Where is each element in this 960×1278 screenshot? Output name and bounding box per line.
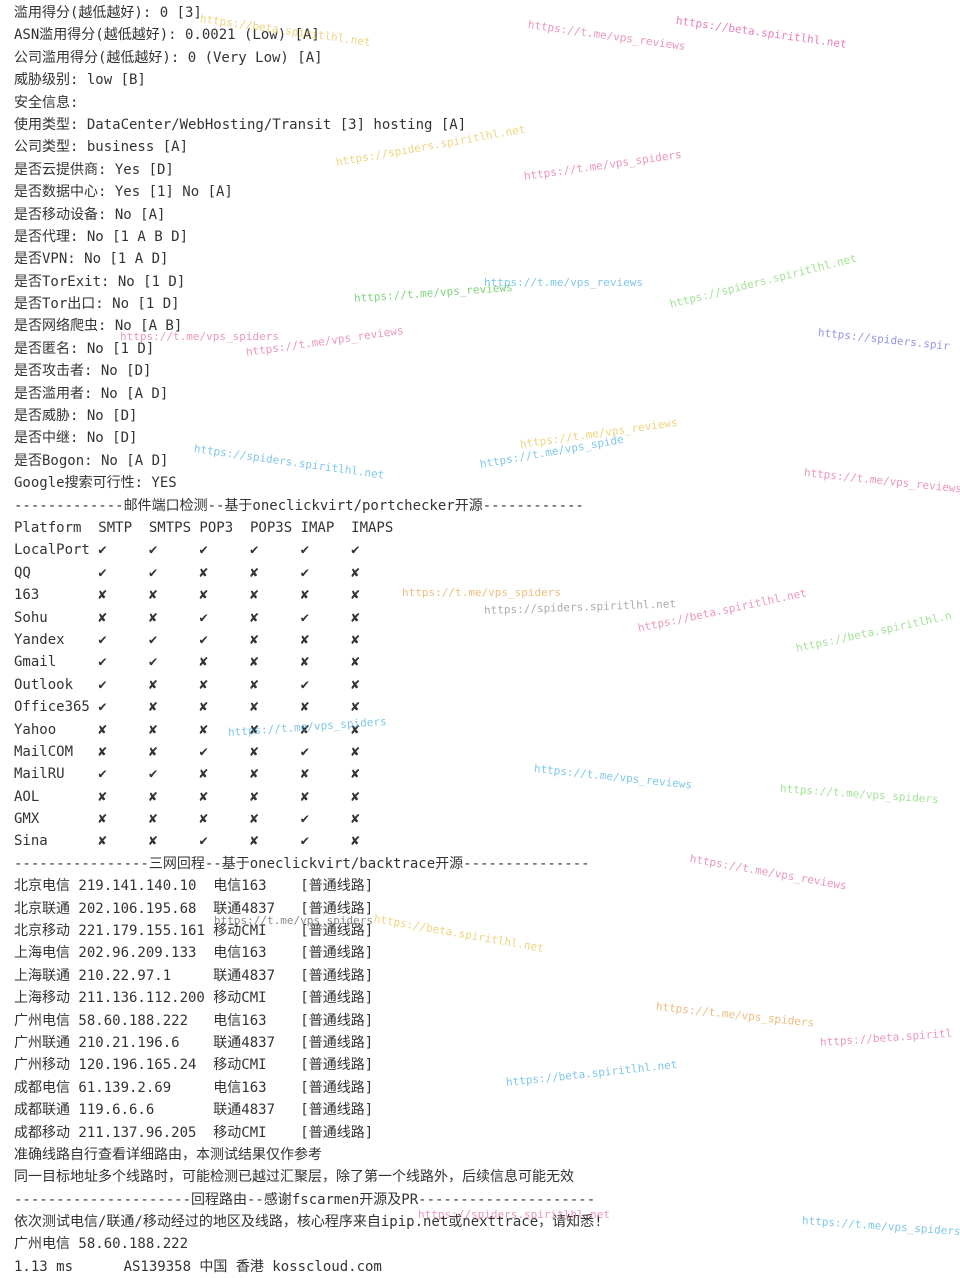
terminal-line: 使用类型: DataCenter/WebHosting/Transit [3] … <box>14 116 467 133</box>
terminal-line: ----------------三网回程--基于oneclickvirt/bac… <box>14 855 590 872</box>
terminal-line: 是否威胁: No [D] <box>14 408 138 425</box>
terminal-line: 是否Bogon: No [A D] <box>14 452 169 469</box>
terminal-line: 北京移动 221.179.155.161 移动CMI [普通线路] <box>14 923 374 940</box>
terminal-line: 成都联通 119.6.6.6 联通4837 [普通线路] <box>14 1102 374 1119</box>
terminal-line: Gmail ✔ ✔ ✘ ✘ ✘ ✘ <box>14 654 360 671</box>
terminal-output: 滥用得分(越低越好): 0 [3] ASN滥用得分(越低越好): 0.0021 (… <box>14 2 603 1278</box>
terminal-line: AOL ✘ ✘ ✘ ✘ ✘ ✘ <box>14 788 360 805</box>
terminal-line: 是否VPN: No [1 A D] <box>14 251 169 268</box>
terminal-line: 滥用得分(越低越好): 0 [3] <box>14 5 202 21</box>
terminal-line: 上海电信 202.96.209.133 电信163 [普通线路] <box>14 945 374 962</box>
terminal-line: Google搜索可行性: YES <box>14 475 177 492</box>
watermark-text: https://spiders.spiritlhl.net <box>668 251 858 311</box>
terminal-line: -------------邮件端口检测--基于oneclickvirt/port… <box>14 497 584 514</box>
watermark-text: https://spiders.spir <box>817 326 951 353</box>
terminal-line: 是否TorExit: No [1 D] <box>14 273 186 290</box>
terminal-line: 广州电信 58.60.188.222 <box>14 1236 189 1253</box>
terminal-line: 依次测试电信/联通/移动经过的地区及线路，核心程序来自ipip.net或next… <box>14 1214 603 1231</box>
terminal-line: 北京联通 202.106.195.68 联通4837 [普通线路] <box>14 900 374 917</box>
terminal-line: 1.13 ms AS139358 中国 香港 kosscloud.com <box>14 1258 382 1275</box>
terminal-line: 威胁级别: low [B] <box>14 72 146 89</box>
watermark-text: https://t.me/vps_spiders <box>779 782 940 807</box>
terminal-line: 公司滥用得分(越低越好): 0 (Very Low) [A] <box>14 49 323 66</box>
terminal-line: Sina ✘ ✘ ✔ ✘ ✔ ✘ <box>14 833 360 850</box>
terminal-line: MailCOM ✘ ✘ ✔ ✘ ✔ ✘ <box>14 743 360 760</box>
terminal-line: QQ ✔ ✔ ✘ ✘ ✔ ✘ <box>14 564 360 581</box>
terminal-line: ---------------------回程路由--感谢fscarmen开源及… <box>14 1191 596 1208</box>
terminal-line: 是否Tor出口: No [1 D] <box>14 296 180 313</box>
terminal-line: 上海联通 210.22.97.1 联通4837 [普通线路] <box>14 967 374 984</box>
terminal-line: 公司类型: business [A] <box>14 139 189 156</box>
terminal-line: Outlook ✔ ✘ ✘ ✘ ✔ ✘ <box>14 676 360 693</box>
watermark-text: https://t.me/vps_reviews <box>688 852 848 893</box>
terminal-line: Office365 ✔ ✘ ✘ ✘ ✘ ✘ <box>14 699 360 716</box>
terminal-line: Platform SMTP SMTPS POP3 POP3S IMAP IMAP… <box>14 519 394 536</box>
terminal-line: 是否中继: No [D] <box>14 430 138 447</box>
terminal-line: 163 ✘ ✘ ✘ ✘ ✘ ✘ <box>14 587 360 604</box>
terminal-line: 是否匿名: No [1 D] <box>14 340 155 357</box>
terminal-line: 是否云提供商: Yes [D] <box>14 161 174 178</box>
terminal-line: 是否攻击者: No [D] <box>14 363 152 380</box>
terminal-line: 广州电信 58.60.188.222 电信163 [普通线路] <box>14 1012 374 1029</box>
terminal-line: Yahoo ✘ ✘ ✘ ✘ ✘ ✘ <box>14 721 360 738</box>
watermark-text: https://beta.spiritlhl.net <box>636 586 808 635</box>
terminal-line: 广州联通 210.21.196.6 联通4837 [普通线路] <box>14 1034 374 1051</box>
watermark-text: https://t.me/vps_spiders <box>655 1000 815 1030</box>
terminal-line: 是否网络爬虫: No [A B] <box>14 318 183 335</box>
terminal-line: 成都电信 61.139.2.69 电信163 [普通线路] <box>14 1079 374 1096</box>
terminal-line: Sohu ✘ ✘ ✔ ✘ ✔ ✘ <box>14 609 360 626</box>
terminal-line: 北京电信 219.141.140.10 电信163 [普通线路] <box>14 878 374 895</box>
terminal-line: 安全信息: <box>14 94 79 111</box>
terminal-line: Yandex ✔ ✔ ✔ ✘ ✘ ✘ <box>14 631 360 648</box>
terminal-line: LocalPort ✔ ✔ ✔ ✔ ✔ ✔ <box>14 542 360 559</box>
terminal-line: 是否数据中心: Yes [1] No [A] <box>14 184 233 201</box>
terminal-line: 准确线路自行查看详细路由，本测试结果仅作参考 <box>14 1146 322 1163</box>
terminal-line: ASN滥用得分(越低越好): 0.0021 (Low) [A] <box>14 27 320 44</box>
terminal-line: 成都移动 211.137.96.205 移动CMI [普通线路] <box>14 1124 374 1141</box>
terminal-line: GMX ✘ ✘ ✘ ✘ ✔ ✘ <box>14 811 360 828</box>
watermark-text: https://beta.spiritlhl.n <box>794 609 953 655</box>
terminal-line: MailRU ✔ ✔ ✘ ✘ ✘ ✘ <box>14 766 360 783</box>
watermark-text: https://beta.spiritl <box>819 1026 953 1049</box>
terminal-line: 是否移动设备: No [A] <box>14 206 166 223</box>
terminal-line: 同一目标地址多个线路时，可能检测已越过汇聚层，除了第一个线路外，后续信息可能无效 <box>14 1169 574 1186</box>
terminal-line: 是否代理: No [1 A B D] <box>14 228 189 245</box>
terminal-line: 是否滥用者: No [A D] <box>14 385 169 402</box>
watermark-text: https://beta.spiritlhl.net <box>675 14 848 51</box>
terminal-line: 广州移动 120.196.165.24 移动CMI [普通线路] <box>14 1057 374 1074</box>
terminal-line: 上海移动 211.136.112.200 移动CMI [普通线路] <box>14 990 374 1007</box>
watermark-text: https://t.me/vps_spiders <box>801 1214 960 1239</box>
watermark-text: https://t.me/vps_reviews <box>803 466 960 496</box>
